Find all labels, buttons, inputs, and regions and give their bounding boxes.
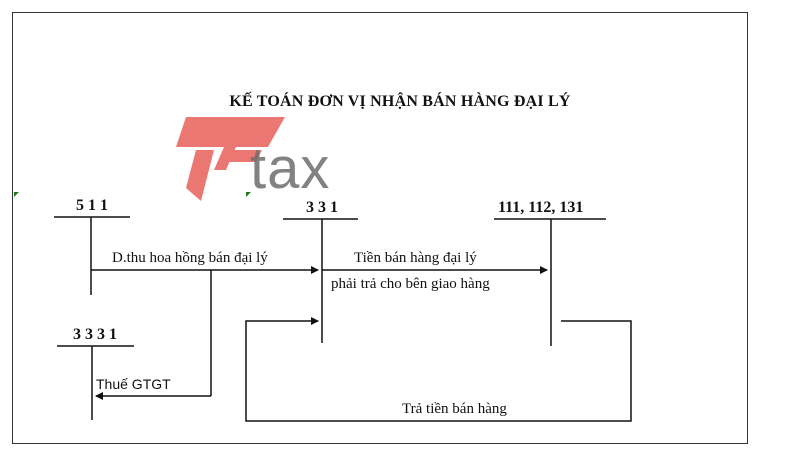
payment-loop (245, 317, 632, 422)
account-3331-label: 3 3 3 1 (73, 326, 117, 343)
sales-label-line1: Tiền bán hàng đại lý (354, 250, 477, 266)
sales-label-line2: phải trả cho bên giao hàng (331, 276, 490, 292)
commission-label: D.thu hoa hồng bán đại lý (112, 250, 268, 266)
account-331-label: 3 3 1 (306, 199, 338, 216)
corner-mark-left (14, 192, 19, 197)
account-511-label: 5 1 1 (76, 197, 108, 214)
vat-label: Thuế GTGT (96, 376, 171, 392)
account-111-label: 111, 112, 131 (498, 199, 584, 216)
diagram-title: KẾ TOÁN ĐƠN VỊ NHẬN BÁN HÀNG ĐẠI LÝ (229, 93, 571, 110)
diagram-frame (12, 12, 748, 444)
tax-logo-text: tax (250, 136, 331, 201)
corner-mark-mid (246, 192, 251, 197)
payment-label: Trả tiền bán hàng (402, 401, 507, 417)
